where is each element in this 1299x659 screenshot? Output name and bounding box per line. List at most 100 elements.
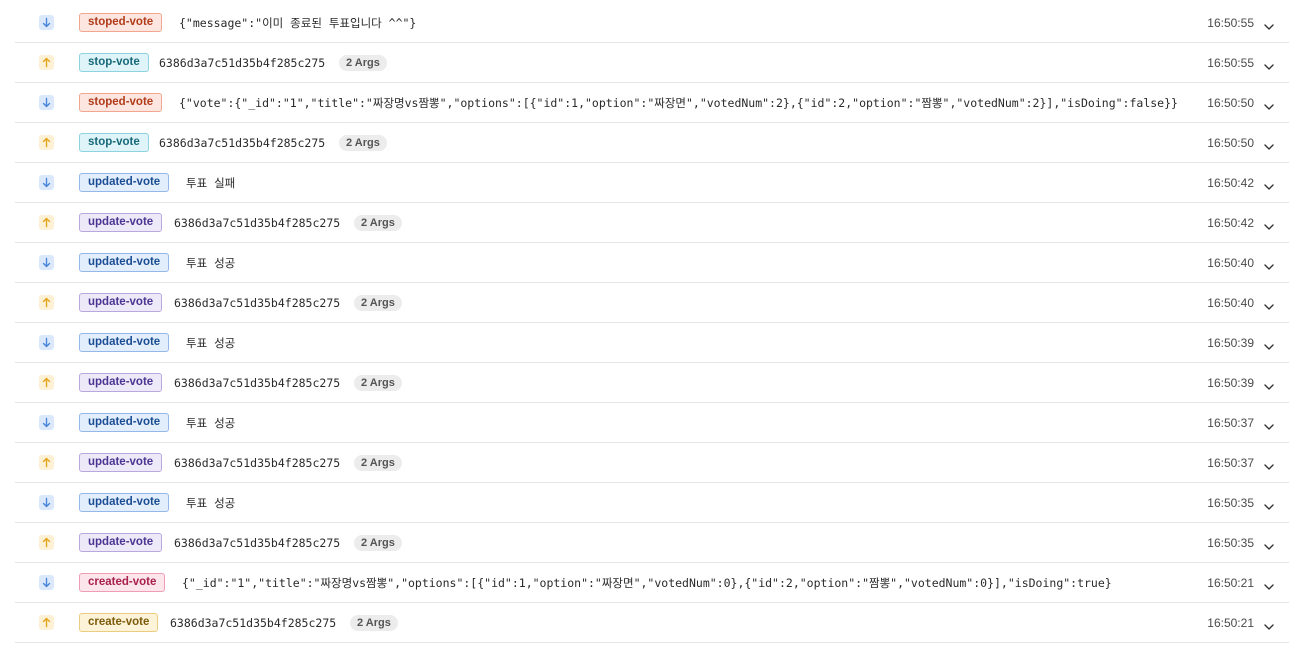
event-args-preview: 6386d3a7c51d35b4f285c275 (159, 56, 326, 70)
event-args-preview: 6386d3a7c51d35b4f285c275 (174, 376, 341, 390)
args-count-badge: 2 Args (354, 375, 402, 391)
event-args-preview: 6386d3a7c51d35b4f285c275 (170, 616, 337, 630)
arrow-up-icon (39, 295, 54, 310)
event-name-badge: stoped-vote (79, 93, 163, 112)
arrow-down-icon (39, 415, 54, 430)
chevron-down-icon[interactable] (1264, 458, 1274, 470)
event-timestamp: 16:50:21 (1207, 576, 1254, 590)
args-count-badge: 2 Args (354, 295, 402, 311)
event-row[interactable]: updated-vote 투표 성공 16:50:39 (15, 323, 1289, 363)
chevron-down-icon[interactable] (1264, 378, 1274, 390)
chevron-down-icon[interactable] (1264, 498, 1274, 510)
event-name-badge: stop-vote (79, 133, 149, 152)
chevron-down-icon[interactable] (1264, 538, 1274, 550)
event-name-badge: update-vote (79, 213, 163, 232)
arrow-up-icon (39, 135, 54, 150)
event-args-preview: 6386d3a7c51d35b4f285c275 (174, 296, 341, 310)
chevron-down-icon[interactable] (1264, 258, 1274, 270)
event-timestamp: 16:50:50 (1207, 96, 1254, 110)
event-name-badge: update-vote (79, 373, 163, 392)
event-timestamp: 16:50:55 (1207, 56, 1254, 70)
event-payload: 투표 성공 (186, 336, 236, 350)
event-name-badge: updated-vote (79, 333, 170, 352)
chevron-down-icon[interactable] (1264, 138, 1274, 150)
arrow-down-icon (39, 95, 54, 110)
event-row[interactable]: create-vote 6386d3a7c51d35b4f285c275 2 Arg… (15, 603, 1289, 643)
event-timestamp: 16:50:55 (1207, 16, 1254, 30)
event-timestamp: 16:50:40 (1207, 296, 1254, 310)
event-row[interactable]: update-vote 6386d3a7c51d35b4f285c275 2 Arg… (15, 203, 1289, 243)
event-name-badge: update-vote (79, 533, 163, 552)
event-payload: {"vote":{"_id":"1","title":"짜장명vs짬뽕","op… (179, 96, 1178, 110)
args-count-badge: 2 Args (354, 455, 402, 471)
chevron-down-icon[interactable] (1264, 178, 1274, 190)
event-timestamp: 16:50:42 (1207, 216, 1254, 230)
arrow-down-icon (39, 335, 54, 350)
event-name-badge: updated-vote (79, 173, 170, 192)
arrow-down-icon (39, 255, 54, 270)
event-row[interactable]: update-vote 6386d3a7c51d35b4f285c275 2 Arg… (15, 283, 1289, 323)
event-timestamp: 16:50:40 (1207, 256, 1254, 270)
args-count-badge: 2 Args (350, 615, 398, 631)
chevron-down-icon[interactable] (1264, 218, 1274, 230)
event-name-badge: create-vote (79, 613, 159, 632)
arrow-up-icon (39, 535, 54, 550)
arrow-down-icon (39, 175, 54, 190)
event-args-preview: 6386d3a7c51d35b4f285c275 (174, 456, 341, 470)
event-payload: 투표 실패 (186, 176, 236, 190)
event-row[interactable]: stoped-vote {"vote":{"_id":"1","title":"짜… (15, 83, 1289, 123)
chevron-down-icon[interactable] (1264, 418, 1274, 430)
event-timestamp: 16:50:35 (1207, 496, 1254, 510)
event-name-badge: stop-vote (79, 53, 149, 72)
event-name-badge: stoped-vote (79, 13, 163, 32)
args-count-badge: 2 Args (354, 535, 402, 551)
event-timestamp: 16:50:37 (1207, 456, 1254, 470)
event-name-badge: updated-vote (79, 253, 170, 272)
event-row[interactable]: updated-vote 투표 성공 16:50:40 (15, 243, 1289, 283)
chevron-down-icon[interactable] (1264, 18, 1274, 30)
event-row[interactable]: update-vote 6386d3a7c51d35b4f285c275 2 Arg… (15, 443, 1289, 483)
event-timestamp: 16:50:39 (1207, 376, 1254, 390)
event-log-list: stoped-vote {"message":"이미 종료된 투표입니다 ^^"}… (15, 3, 1289, 643)
event-row[interactable]: update-vote 6386d3a7c51d35b4f285c275 2 Arg… (15, 363, 1289, 403)
arrow-down-icon (39, 575, 54, 590)
event-args-preview: 6386d3a7c51d35b4f285c275 (174, 216, 341, 230)
event-name-badge: created-vote (79, 573, 166, 592)
chevron-down-icon[interactable] (1264, 298, 1274, 310)
chevron-down-icon[interactable] (1264, 618, 1274, 630)
arrow-down-icon (39, 15, 54, 30)
chevron-down-icon[interactable] (1264, 578, 1274, 590)
arrow-up-icon (39, 215, 54, 230)
event-args-preview: 6386d3a7c51d35b4f285c275 (174, 536, 341, 550)
chevron-down-icon[interactable] (1264, 58, 1274, 70)
event-name-badge: update-vote (79, 293, 163, 312)
event-row[interactable]: stop-vote 6386d3a7c51d35b4f285c275 2 Args 1… (15, 123, 1289, 163)
event-timestamp: 16:50:37 (1207, 416, 1254, 430)
chevron-down-icon[interactable] (1264, 98, 1274, 110)
args-count-badge: 2 Args (339, 135, 387, 151)
event-name-badge: update-vote (79, 453, 163, 472)
event-row[interactable]: created-vote{"_id":"1","title":"짜장명vs짬뽕"… (15, 563, 1289, 603)
event-timestamp: 16:50:50 (1207, 136, 1254, 150)
event-row[interactable]: updated-vote 투표 실패 16:50:42 (15, 163, 1289, 203)
chevron-down-icon[interactable] (1264, 338, 1274, 350)
event-timestamp: 16:50:42 (1207, 176, 1254, 190)
arrow-up-icon (39, 55, 54, 70)
event-timestamp: 16:50:35 (1207, 536, 1254, 550)
event-timestamp: 16:50:21 (1207, 616, 1254, 630)
event-payload: {"message":"이미 종료된 투표입니다 ^^"} (179, 16, 417, 30)
event-timestamp: 16:50:39 (1207, 336, 1254, 350)
event-row[interactable]: stoped-vote {"message":"이미 종료된 투표입니다 ^^"}… (15, 3, 1289, 43)
arrow-up-icon (39, 615, 54, 630)
event-payload: 투표 성공 (186, 496, 236, 510)
event-payload: 투표 성공 (186, 416, 236, 430)
event-args-preview: 6386d3a7c51d35b4f285c275 (159, 136, 326, 150)
arrow-up-icon (39, 455, 54, 470)
event-payload: 투표 성공 (186, 256, 236, 270)
args-count-badge: 2 Args (354, 215, 402, 231)
arrow-up-icon (39, 375, 54, 390)
event-row[interactable]: update-vote 6386d3a7c51d35b4f285c275 2 Arg… (15, 523, 1289, 563)
